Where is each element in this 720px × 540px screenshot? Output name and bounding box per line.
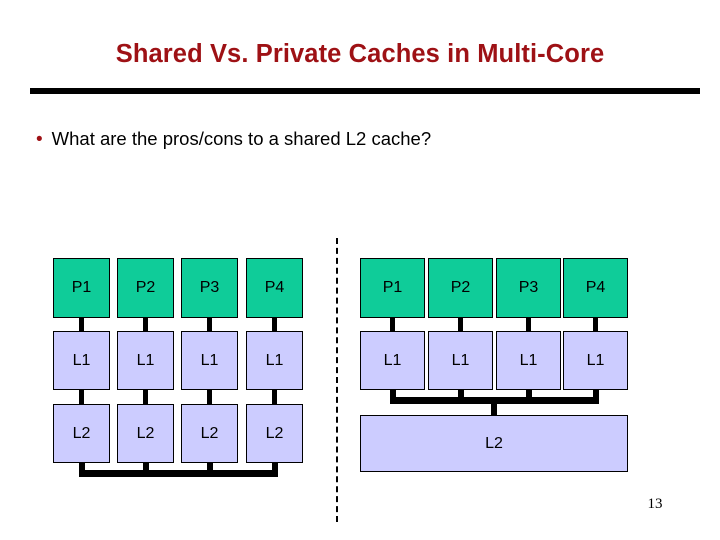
right-wire-p3-l1 (526, 318, 531, 331)
bullet-marker-icon: • (36, 129, 43, 150)
left-processor-box-4: P4 (246, 258, 303, 318)
right-shared-l2-box: L2 (360, 415, 628, 472)
left-wire-p3-l1 (207, 318, 212, 331)
right-l1-box-3: L1 (496, 331, 561, 390)
right-processor-box-3: P3 (496, 258, 561, 318)
left-l2-box-3: L2 (181, 404, 238, 463)
right-stub-l1-bus-2 (458, 390, 464, 399)
left-l1-box-2: L1 (117, 331, 174, 390)
right-stub-l1-bus-4 (593, 390, 599, 399)
left-l1-box-4: L1 (246, 331, 303, 390)
left-memory-bus (79, 470, 278, 477)
right-wire-p2-l1 (458, 318, 463, 331)
right-processor-box-2: P2 (428, 258, 493, 318)
left-stub-l2-bus-3 (207, 463, 213, 472)
left-wire-l1-l2-1 (79, 390, 84, 404)
left-wire-l1-l2-2 (143, 390, 148, 404)
left-processor-box-3: P3 (181, 258, 238, 318)
left-l1-box-3: L1 (181, 331, 238, 390)
page-title: Shared Vs. Private Caches in Multi-Core (115, 40, 605, 68)
left-l2-box-1: L2 (53, 404, 110, 463)
left-stub-l2-bus-1 (79, 463, 85, 472)
right-processor-box-4: P4 (563, 258, 628, 318)
diagram-divider-dashed-line (336, 238, 338, 522)
right-stub-l1-bus-3 (526, 390, 532, 399)
right-l1-box-1: L1 (360, 331, 425, 390)
right-stub-bus-l2 (491, 404, 497, 416)
left-wire-l1-l2-4 (272, 390, 277, 404)
left-wire-l1-l2-3 (207, 390, 212, 404)
bullet-item: • What are the pros/cons to a shared L2 … (36, 128, 431, 150)
right-l1-box-4: L1 (563, 331, 628, 390)
left-stub-l2-bus-2 (143, 463, 149, 472)
page-number: 13 (647, 496, 663, 512)
left-l1-box-1: L1 (53, 331, 110, 390)
bullet-text: What are the pros/cons to a shared L2 ca… (51, 128, 432, 149)
left-processor-box-2: P2 (117, 258, 174, 318)
left-wire-p4-l1 (272, 318, 277, 331)
right-processor-box-1: P1 (360, 258, 425, 318)
left-stub-l2-bus-4 (272, 463, 278, 472)
left-wire-p1-l1 (79, 318, 84, 331)
left-l2-box-2: L2 (117, 404, 174, 463)
left-wire-p2-l1 (143, 318, 148, 331)
right-wire-p4-l1 (593, 318, 598, 331)
title-divider-rule (30, 88, 700, 94)
right-l1-box-2: L1 (428, 331, 493, 390)
right-wire-p1-l1 (390, 318, 395, 331)
left-processor-box-1: P1 (53, 258, 110, 318)
right-shared-bus (390, 397, 599, 404)
right-stub-l1-bus-1 (390, 390, 396, 399)
left-l2-box-4: L2 (246, 404, 303, 463)
